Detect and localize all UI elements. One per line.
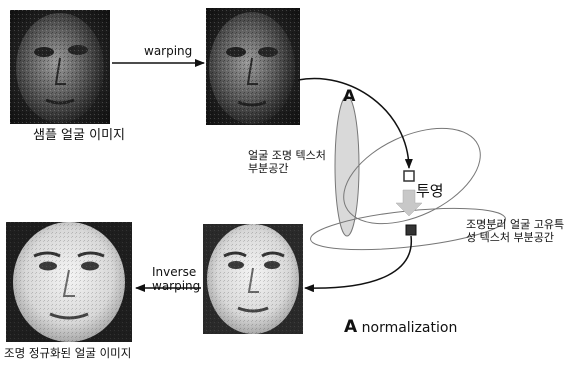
invariant-subspace-label: 조명분리 얼굴 고유특 성 텍스처 부분공간 (466, 218, 564, 244)
normalized-face-caption: 조명 정규화된 얼굴 이미지 (4, 347, 131, 361)
projected-point-marker (406, 225, 416, 235)
sample-face-image (10, 10, 110, 124)
sample-face-caption: 샘플 얼굴 이미지 (33, 128, 125, 144)
normalization-arrow (305, 236, 411, 288)
warping-label: warping (144, 44, 192, 58)
a-normalization-label: A normalization (344, 317, 457, 337)
sample-point-marker (404, 171, 414, 181)
illumination-subspace-label: 얼굴 조명 텍스처 부분공간 (248, 149, 326, 175)
inverse-warping-label: Inverse warping (152, 265, 200, 294)
normalized-face-middle-image (203, 224, 303, 334)
projection-label: 투영 (416, 182, 444, 200)
warped-face-image (206, 8, 300, 125)
normalized-face-result-image (6, 222, 132, 342)
matrix-a-label: A (343, 86, 355, 105)
